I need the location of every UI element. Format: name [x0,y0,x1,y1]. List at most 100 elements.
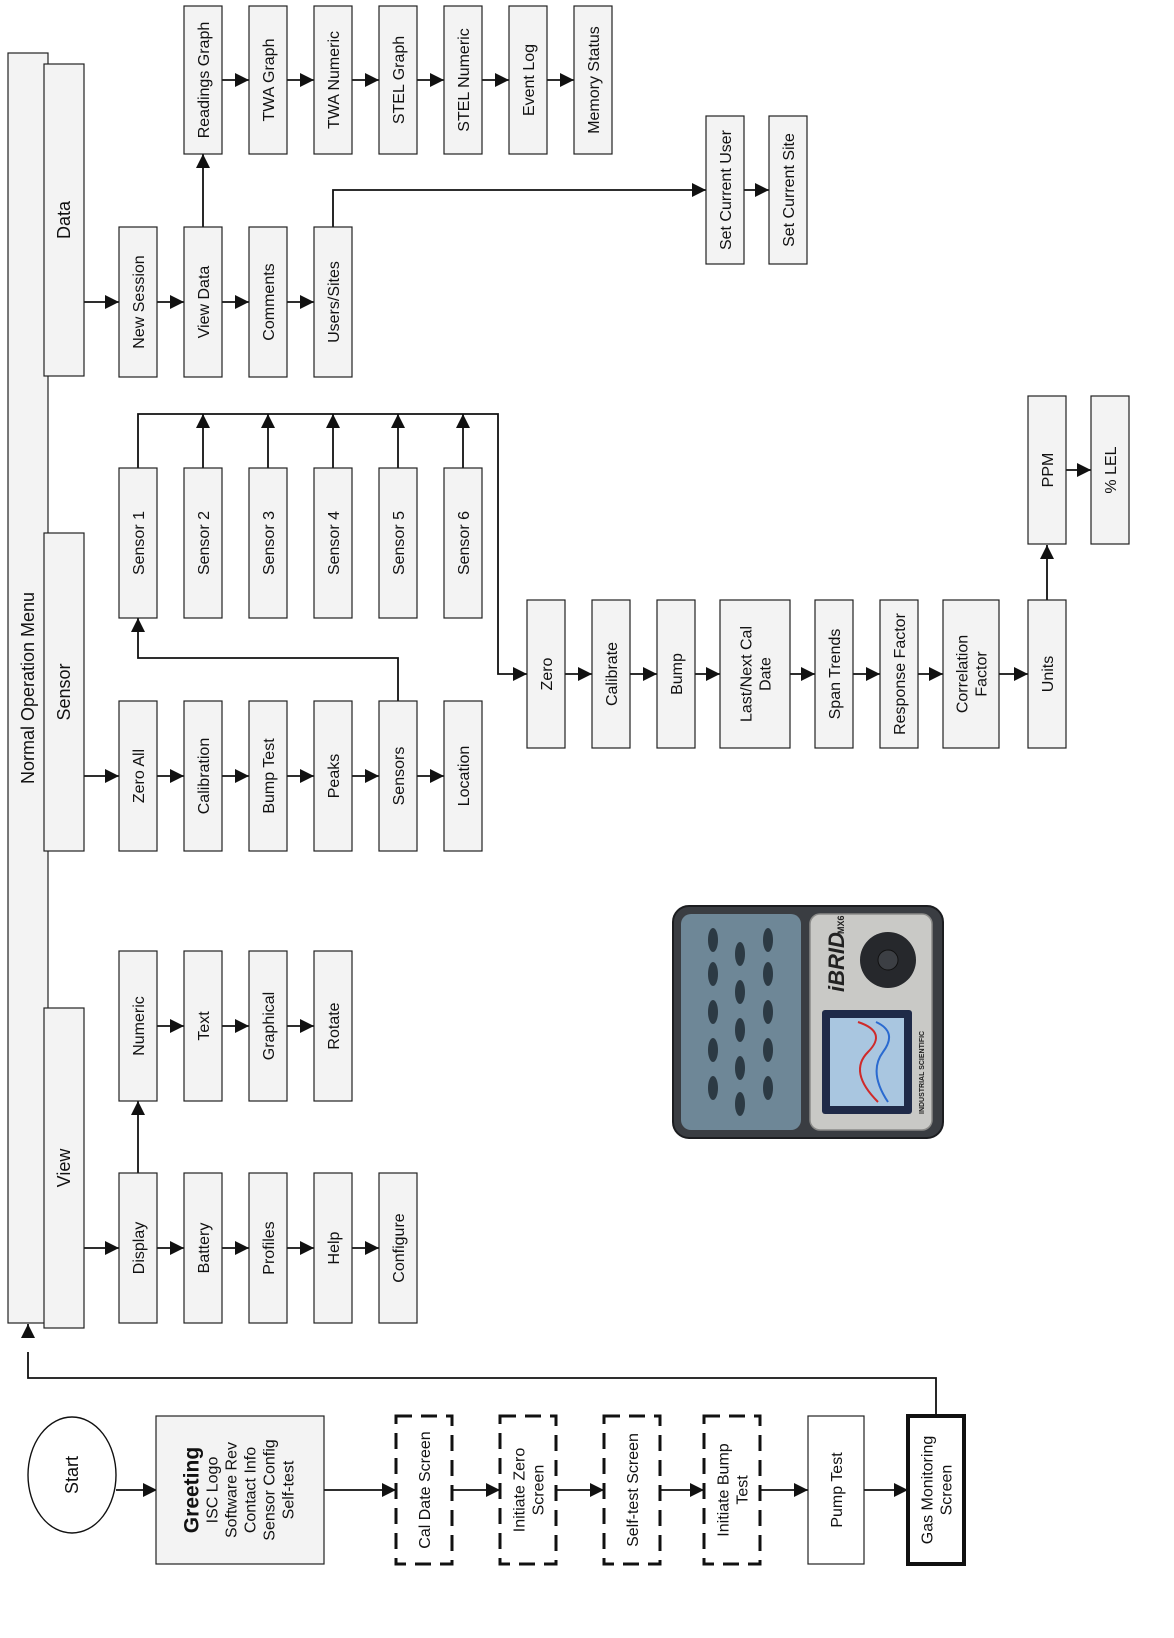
box-memory-status: Memory Status [574,6,612,154]
box-cal-date-label: Cal Date Screen [417,1431,434,1548]
box-last-next-label: Date [758,657,775,691]
box-calibration-label: Calibration [196,738,213,814]
box-display: Display [119,1173,157,1323]
device-brand-text: iBRID [824,932,849,992]
box-event-log-label: Event Log [521,44,538,116]
box-sensor5-label: Sensor 5 [391,511,408,575]
box-text-label: Text [196,1011,213,1041]
box-data: Data [44,64,84,376]
box-greeting-label: Self-test [281,1460,298,1519]
box-view: View [44,1008,84,1328]
box-zero-label: Zero [539,657,556,690]
box-units: Units [1028,600,1066,748]
box-readings-graph-label: Readings Graph [196,22,213,139]
box-bump-label: Bump [669,653,686,695]
box-bump: Bump [657,600,695,748]
box-twa-graph-label: TWA Graph [261,39,278,122]
start-node: Start [28,1417,116,1533]
box-bump-test: Bump Test [249,701,287,851]
box-battery-label: Battery [196,1223,213,1274]
box-sensor4-label: Sensor 4 [326,511,343,575]
box-init-bump-label: Initiate Bump [716,1443,733,1536]
box-ppm: PPM [1028,396,1066,544]
box-twa-numeric-label: TWA Numeric [326,31,343,129]
box-response-label: Response Factor [892,612,909,735]
box-stel-graph-label: STEL Graph [391,36,408,124]
box-init-bump-label: Test [735,1475,752,1505]
box-zero-all-label: Zero All [131,749,148,803]
box-stel-numeric: STEL Numeric [444,6,482,154]
box-calibrate: Calibrate [592,600,630,748]
box-configure-label: Configure [391,1213,408,1282]
box-comments: Comments [249,227,287,377]
box-stel-graph: STEL Graph [379,6,417,154]
box-twa-numeric: TWA Numeric [314,6,352,154]
box-greeting-label: ISC Logo [205,1457,222,1524]
box-sensor-label: Sensor [54,663,74,720]
box-sensor4: Sensor 4 [314,468,352,618]
box-response: Response Factor [880,600,918,748]
box-lel: % LEL [1091,396,1129,544]
box-correlation-label: Correlation [955,635,972,713]
box-memory-status-label: Memory Status [586,26,603,134]
box-twa-graph: TWA Graph [249,6,287,154]
device-model-text: MX6 [836,915,846,934]
box-sensor6: Sensor 6 [444,468,482,618]
box-rotate-label: Rotate [326,1002,343,1049]
box-sensor3-label: Sensor 3 [261,511,278,575]
box-view-data-label: View Data [196,266,213,339]
box-graphical: Graphical [249,951,287,1101]
box-correlation-label: Factor [974,651,991,697]
box-last-next-label: Last/Next Cal [739,626,756,722]
box-new-session: New Session [119,227,157,377]
box-lel-label: % LEL [1103,446,1120,493]
box-self-test: Self-test Screen [604,1416,660,1564]
box-pump-test: Pump Test [808,1416,864,1564]
box-units-label: Units [1040,656,1057,692]
box-configure: Configure [379,1173,417,1323]
box-display-label: Display [131,1222,148,1274]
box-zero: Zero [527,600,565,748]
box-bump-test-label: Bump Test [261,738,278,814]
box-peaks-label: Peaks [326,754,343,798]
box-event-log: Event Log [509,6,547,154]
box-greeting-label: Greeting [181,1447,204,1533]
box-location: Location [444,701,482,851]
box-calibration: Calibration [184,701,222,851]
box-span: Span Trends [815,600,853,748]
box-graphical-label: Graphical [261,992,278,1060]
box-view-label: View [54,1148,74,1188]
box-readings-graph: Readings Graph [184,6,222,154]
box-new-session-label: New Session [131,255,148,348]
box-sensor1: Sensor 1 [119,468,157,618]
box-profiles-label: Profiles [261,1221,278,1274]
box-sensors-label: Sensors [391,747,408,806]
box-rotate: Rotate [314,951,352,1101]
box-greeting-label: Sensor Config [262,1439,279,1540]
box-location-label: Location [456,746,473,807]
box-help-label: Help [326,1231,343,1264]
box-sensor1-label: Sensor 1 [131,511,148,575]
box-pump-test-label: Pump Test [829,1452,846,1528]
box-greeting-label: Software Rev [224,1442,241,1538]
box-stel-numeric-label: STEL Numeric [456,28,473,131]
box-set-user-label: Set Current User [718,129,735,250]
box-ppm-label: PPM [1040,453,1057,488]
box-set-site-label: Set Current Site [781,133,798,247]
box-menu: Normal Operation Menu [8,53,48,1323]
box-zero-all: Zero All [119,701,157,851]
box-menu-label: Normal Operation Menu [18,592,38,784]
box-numeric: Numeric [119,951,157,1101]
device-maker-text: INDUSTRIAL SCIENTIFIC [919,1031,926,1114]
box-text: Text [184,951,222,1101]
box-self-test-label: Self-test Screen [625,1433,642,1547]
box-span-label: Span Trends [827,629,844,720]
box-init-zero-label: Initiate Zero [512,1448,529,1533]
